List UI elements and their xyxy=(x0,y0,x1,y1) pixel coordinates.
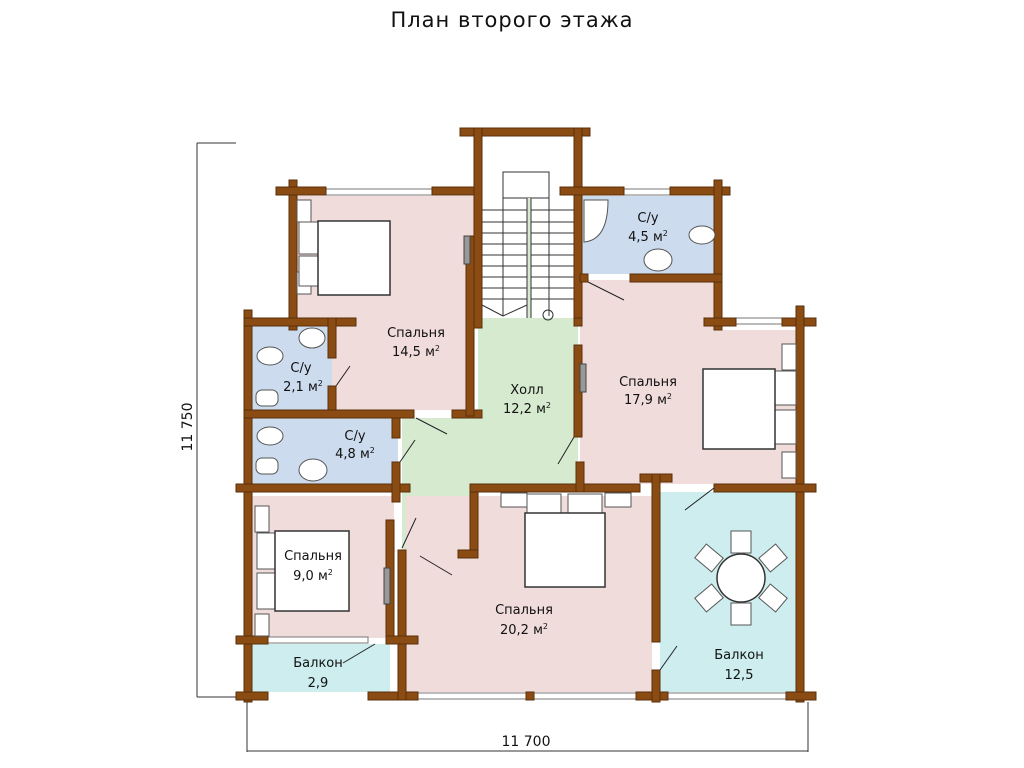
bedroom-9-0-name: Спальня xyxy=(284,549,342,564)
bedroom-9-0-area: 9,0 м2 xyxy=(293,568,333,584)
bedroom-17-9-area: 17,9 м2 xyxy=(624,392,672,408)
balcony-12-5-name: Балкон xyxy=(714,648,764,663)
bedroom-14-5-area: 14,5 м2 xyxy=(392,344,440,360)
width-dimension: 11 700 xyxy=(502,734,551,750)
bedroom-14-5-name: Спальня xyxy=(387,326,445,341)
walls xyxy=(235,127,817,703)
bath-4-8-name: С/у xyxy=(344,429,365,444)
bath-4-8-area: 4,8 м2 xyxy=(335,446,375,462)
dimension-lines xyxy=(196,142,809,752)
balcony-2-9-fill xyxy=(246,644,390,692)
hall-name: Холл xyxy=(510,383,543,398)
bedroom-20-2-name: Спальня xyxy=(495,603,553,618)
balcony-2-9-name: Балкон xyxy=(293,656,343,671)
page-title: План второго этажа xyxy=(390,8,634,32)
bedroom-20-2-area: 20,2 м2 xyxy=(500,622,548,638)
room-labels: Спальня 14,5 м2 С/у 2,1 м2 С/у 4,8 м2 С/… xyxy=(180,211,764,750)
balcony-12-5-area: 12,5 xyxy=(725,668,754,683)
bath-2-1-name: С/у xyxy=(290,361,311,376)
staircase xyxy=(481,171,574,321)
hall-area: 12,2 м2 xyxy=(503,401,551,417)
height-dimension: 11 750 xyxy=(180,403,196,452)
bath-2-1-area: 2,1 м2 xyxy=(283,379,323,395)
hall-fill xyxy=(402,318,578,552)
balcony-2-9-area: 2,9 xyxy=(308,676,329,691)
furniture xyxy=(254,199,797,637)
bath-4-5-area: 4,5 м2 xyxy=(628,229,668,245)
bedroom-17-9-name: Спальня xyxy=(619,375,677,390)
bath-4-5-name: С/у xyxy=(637,211,658,226)
doors xyxy=(335,235,715,671)
